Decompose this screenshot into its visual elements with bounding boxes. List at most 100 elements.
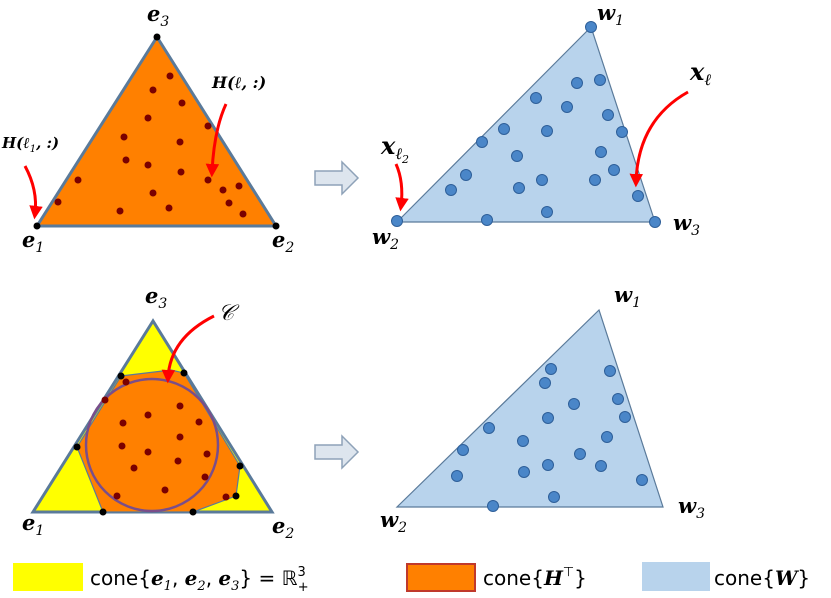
x-point: [604, 365, 616, 377]
annotation-arrow: [161, 314, 215, 384]
vertex-label-e2-bottom: e2: [272, 513, 294, 542]
top-right-panel: w1 w2 w3 xℓ xℓ2: [372, 0, 711, 253]
x-point: [545, 363, 557, 375]
hull-vertex-dot: [117, 372, 125, 380]
x-point: [498, 123, 510, 135]
x-point: [589, 174, 601, 186]
h-point: [144, 411, 152, 419]
h-point: [174, 457, 182, 465]
x-point: [481, 214, 493, 226]
x-point: [536, 174, 548, 186]
h-point: [235, 182, 243, 190]
annotation-arrow: [394, 163, 409, 212]
x-point: [561, 101, 573, 113]
x-point: [594, 74, 606, 86]
h-point: [116, 207, 124, 215]
x-points: [391, 21, 661, 228]
bottom-left-panel: e3 e1 e2 𝒞: [22, 283, 294, 542]
x-point: [541, 206, 553, 218]
x-point: [632, 190, 644, 202]
hull-vertex-dot: [232, 492, 240, 500]
hull-vertex-dot: [73, 443, 81, 451]
x-points-bottom: [451, 363, 648, 512]
h-point: [203, 450, 211, 458]
vertex-label-w2-bottom: w2: [380, 507, 407, 536]
x-point: [457, 444, 469, 456]
h-point: [177, 168, 185, 176]
legend-item-w: cone{W}: [642, 562, 810, 591]
x-point: [391, 215, 403, 227]
h-point: [176, 402, 184, 410]
vertex-dot: [33, 222, 41, 230]
legend-swatch-orange: [406, 563, 476, 592]
legend-item-simplex: cone{e1, e2, e3} = ℝ3+: [13, 563, 309, 595]
x-point: [585, 21, 597, 33]
x-point: [542, 412, 554, 424]
bottom-right-panel: w1 w2 w3: [380, 282, 705, 536]
x-point: [445, 184, 457, 196]
h-point: [165, 204, 173, 212]
annotation-arrow: [205, 103, 228, 178]
vertex-dot: [153, 33, 161, 41]
h-point: [130, 464, 138, 472]
transition-arrow-top: [314, 160, 360, 196]
x-point: [595, 460, 607, 472]
x-point: [649, 216, 661, 228]
x-point: [451, 470, 463, 482]
cone-h-polygon: [76, 369, 241, 513]
h-rows-points-bottom: [101, 378, 230, 501]
legend-swatch-blue: [642, 562, 710, 591]
x-point: [541, 125, 553, 137]
h-point: [118, 442, 126, 450]
h-point: [178, 99, 186, 107]
vertex-label-e2: e2: [272, 227, 294, 256]
h-point: [144, 448, 152, 456]
vertex-label-e3-bottom: e3: [145, 283, 167, 312]
annotation-arrow: [23, 165, 43, 220]
h-point: [149, 86, 157, 94]
top-left-panel: e3 e1 e2 H(ℓ, :) H(ℓ1, :): [1, 1, 294, 256]
h-point: [204, 176, 212, 184]
legend-label-simplex: cone{e1, e2, e3} = ℝ3+: [90, 565, 309, 595]
transition-arrow-bottom: [314, 434, 360, 470]
x-point: [539, 377, 551, 389]
vertex-label-w1-bottom: w1: [614, 282, 641, 311]
x-point: [616, 126, 628, 138]
x-point: [530, 92, 542, 104]
h-point: [120, 133, 128, 141]
h-point: [122, 156, 130, 164]
x-point: [595, 146, 607, 158]
x-point: [574, 448, 586, 460]
hull-vertex-dot: [236, 462, 244, 470]
x-point: [511, 150, 523, 162]
x-point: [602, 109, 614, 121]
h-point: [101, 396, 109, 404]
hull-vertex-dot: [189, 508, 197, 516]
h-point: [166, 72, 174, 80]
h-point: [149, 189, 157, 197]
h-point: [201, 473, 209, 481]
x-point: [608, 164, 620, 176]
legend-label-w: cone{W}: [714, 566, 810, 590]
annotation-x-l2: xℓ2: [380, 131, 409, 166]
h-point: [222, 493, 230, 501]
h-point: [195, 418, 203, 426]
annotation-h-row: H(ℓ, :): [211, 73, 266, 92]
x-point: [487, 500, 499, 512]
h-point: [74, 176, 82, 184]
x-point: [542, 459, 554, 471]
vertex-label-e3: e3: [147, 1, 169, 30]
hull-vertex-dot: [180, 369, 188, 377]
x-point: [619, 411, 631, 423]
cone-w-triangle-bottom: [395, 308, 664, 508]
vertex-label-e1: e1: [22, 227, 44, 256]
h-point: [54, 198, 62, 206]
vertex-label-w1: w1: [597, 0, 624, 29]
h-point: [239, 210, 247, 218]
x-point: [476, 136, 488, 148]
x-point: [518, 466, 530, 478]
h-point: [161, 486, 169, 494]
h-point: [219, 186, 227, 194]
legend-item-h: cone{H⊤}: [406, 563, 587, 592]
